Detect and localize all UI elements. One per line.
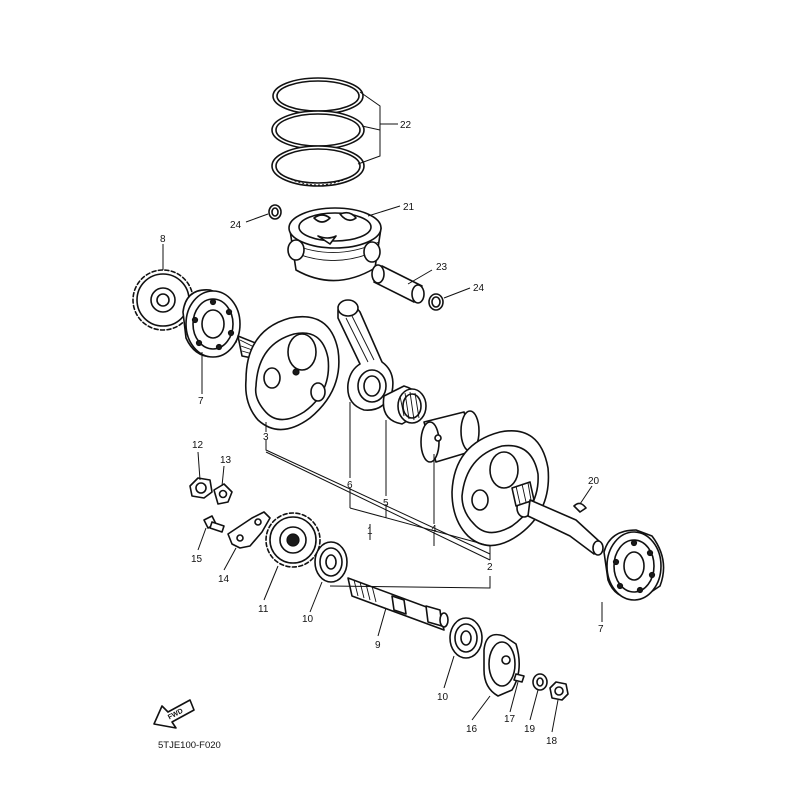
callout-14: 14 bbox=[218, 574, 230, 585]
callout-11: 11 bbox=[258, 604, 269, 615]
callout-18: 18 bbox=[546, 736, 558, 747]
diagram-code: 5TJE100-F020 bbox=[158, 740, 221, 751]
callout-labels: 22 21 24 23 24 8 7 3 6 5 4 1 2 20 7 12 1… bbox=[160, 120, 604, 747]
nut-large bbox=[549, 681, 569, 701]
callout-1: 1 bbox=[367, 526, 373, 537]
callout-22: 22 bbox=[400, 120, 412, 131]
bolt bbox=[203, 515, 225, 533]
callout-9: 9 bbox=[375, 640, 381, 651]
bearing-right bbox=[603, 529, 665, 601]
callout-16: 16 bbox=[466, 724, 478, 735]
forward-arrow-icon: FWD bbox=[153, 699, 195, 729]
piston bbox=[287, 207, 382, 282]
callout-10-lower: 10 bbox=[437, 692, 449, 703]
lock-washer bbox=[213, 483, 233, 505]
key-small bbox=[513, 673, 525, 683]
piston-rings bbox=[271, 77, 365, 187]
retainer-plate bbox=[227, 511, 271, 549]
leader-lines bbox=[162, 91, 603, 733]
callout-21: 21 bbox=[403, 202, 415, 213]
balancer-shaft bbox=[347, 577, 449, 631]
washer bbox=[532, 673, 548, 691]
callout-10-upper: 10 bbox=[302, 614, 314, 625]
callout-8: 8 bbox=[160, 234, 166, 245]
callout-19: 19 bbox=[524, 724, 536, 735]
callout-23: 23 bbox=[436, 262, 448, 273]
nut-small bbox=[189, 477, 213, 499]
balancer-bearing-upper bbox=[314, 541, 348, 583]
needle-bearing bbox=[382, 385, 427, 425]
callout-2: 2 bbox=[487, 562, 493, 573]
callout-20: 20 bbox=[588, 476, 600, 487]
piston-clip-right bbox=[428, 293, 444, 311]
callout-12: 12 bbox=[192, 440, 204, 451]
callout-7-left: 7 bbox=[198, 396, 204, 407]
crank-flywheel-left bbox=[237, 316, 340, 431]
balancer-gear bbox=[265, 512, 321, 568]
woodruff-key bbox=[573, 502, 587, 513]
connecting-rod bbox=[337, 299, 394, 411]
crank-flywheel-right bbox=[451, 430, 604, 556]
callout-15: 15 bbox=[191, 554, 203, 565]
drive-gear bbox=[132, 269, 194, 331]
callout-4: 4 bbox=[431, 524, 437, 535]
callout-5: 5 bbox=[383, 498, 389, 509]
bearing-left bbox=[182, 289, 241, 358]
balancer-weight bbox=[483, 633, 520, 697]
callout-13: 13 bbox=[220, 455, 232, 466]
piston-clip-left bbox=[268, 204, 282, 220]
callout-7-right: 7 bbox=[598, 624, 604, 635]
callout-24-left: 24 bbox=[230, 220, 242, 231]
callout-17: 17 bbox=[504, 714, 516, 725]
callout-24-right: 24 bbox=[473, 283, 485, 294]
callout-6: 6 bbox=[347, 480, 353, 491]
crank-pin bbox=[420, 410, 480, 463]
callout-3: 3 bbox=[263, 432, 269, 443]
piston-pin bbox=[371, 264, 425, 304]
balancer-bearing-lower bbox=[449, 617, 483, 659]
